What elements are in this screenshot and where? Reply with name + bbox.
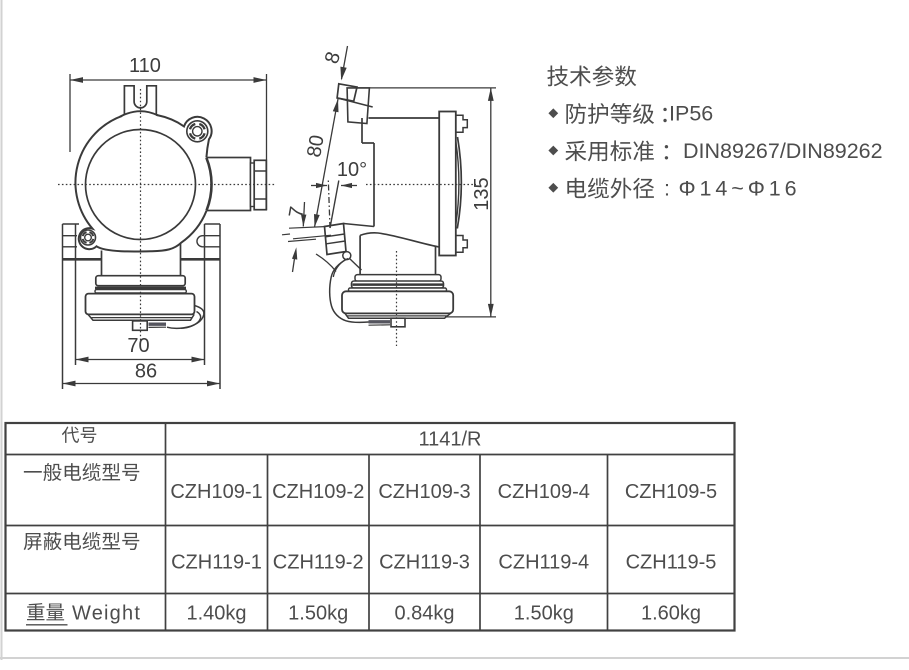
svg-text:10°: 10°	[337, 159, 367, 181]
svg-text:Φ14~Φ16: Φ14~Φ16	[679, 176, 801, 200]
svg-text:80: 80	[303, 133, 329, 159]
svg-text:CZH109-1: CZH109-1	[170, 481, 262, 503]
svg-text:1.50kg: 1.50kg	[288, 603, 348, 625]
svg-text:Weight: Weight	[72, 602, 141, 624]
svg-text:86: 86	[135, 361, 157, 383]
svg-text:1.60kg: 1.60kg	[641, 603, 701, 625]
svg-text:110: 110	[129, 55, 161, 77]
svg-text:0.84kg: 0.84kg	[394, 603, 454, 625]
svg-text:IP56: IP56	[669, 102, 713, 126]
svg-text:CZH109-4: CZH109-4	[498, 481, 590, 503]
svg-text:CZH109-3: CZH109-3	[378, 481, 470, 503]
svg-text:CZH119-2: CZH119-2	[273, 551, 364, 573]
svg-text:1.40kg: 1.40kg	[186, 603, 246, 625]
svg-text::: :	[664, 176, 670, 200]
svg-text:1141/R: 1141/R	[418, 429, 481, 451]
svg-text:CZH119-4: CZH119-4	[498, 551, 589, 573]
svg-text:DIN89267/DIN89262: DIN89267/DIN89262	[683, 139, 883, 163]
svg-text:CZH109-2: CZH109-2	[272, 481, 364, 503]
svg-text:CZH119-1: CZH119-1	[171, 551, 262, 573]
svg-text:1.50kg: 1.50kg	[514, 603, 574, 625]
svg-text:135: 135	[471, 177, 493, 210]
svg-text:CZH119-5: CZH119-5	[626, 551, 717, 573]
svg-text:CZH109-5: CZH109-5	[625, 481, 717, 503]
svg-text:70: 70	[127, 335, 149, 357]
svg-text:CZH119-3: CZH119-3	[379, 551, 470, 573]
